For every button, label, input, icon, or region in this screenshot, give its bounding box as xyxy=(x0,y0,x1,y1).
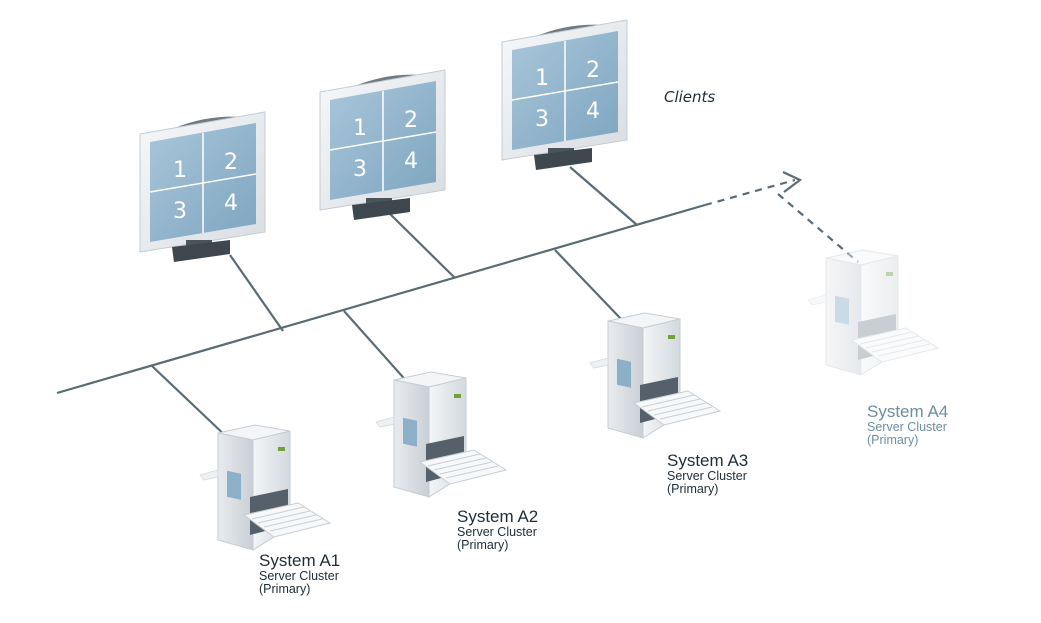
server-a3-type: Server Cluster xyxy=(667,468,747,483)
monitor-3-q4: 4 xyxy=(586,99,600,124)
server-a3-label: System A3 Server Cluster (Primary) xyxy=(667,452,748,496)
network-backbone xyxy=(56,166,859,441)
server-a1-label: System A1 Server Cluster (Primary) xyxy=(259,552,340,596)
client-link-2 xyxy=(387,211,456,279)
monitor-3-q2: 2 xyxy=(586,58,600,83)
server-a3-role: (Primary) xyxy=(667,481,719,496)
server-a2-name: System A2 xyxy=(457,507,539,526)
backbone-extension-dashed xyxy=(704,178,796,207)
monitor-2-q1: 1 xyxy=(353,116,367,141)
server-a2-label: System A2 Server Cluster (Primary) xyxy=(457,508,538,552)
server-link-a1 xyxy=(151,365,231,441)
client-monitor-1: 1 2 3 4 xyxy=(139,111,266,262)
monitor-3-q1: 1 xyxy=(535,66,549,91)
server-link-a3 xyxy=(554,249,623,321)
server-a1-name: System A1 xyxy=(259,551,341,570)
server-a1-type: Server Cluster xyxy=(259,568,339,583)
dashed-drop-a4 xyxy=(777,193,859,263)
server-a2-icon xyxy=(375,371,508,498)
monitor-1-q4: 4 xyxy=(224,191,238,216)
server-a1-role: (Primary) xyxy=(259,581,311,596)
client-link-3 xyxy=(569,166,638,226)
client-monitor-3: 1 2 3 4 xyxy=(501,19,628,170)
monitor-2-q3: 3 xyxy=(353,157,367,182)
server-a2-type: Server Cluster xyxy=(457,524,537,539)
monitor-3-q3: 3 xyxy=(535,107,549,132)
monitor-1-q2: 2 xyxy=(224,150,238,175)
server-a3-icon xyxy=(589,312,722,439)
server-a4-type: Server Cluster xyxy=(867,419,947,434)
arrow-head-icon xyxy=(782,171,803,193)
server-a1-icon xyxy=(199,424,332,551)
server-a4-role: (Primary) xyxy=(867,432,919,447)
server-link-a2 xyxy=(343,310,411,386)
server-a2-role: (Primary) xyxy=(457,537,509,552)
client-monitor-2: 1 2 3 4 xyxy=(319,69,446,220)
clients-label: Clients xyxy=(664,88,716,106)
monitor-2-q4: 4 xyxy=(404,149,418,174)
backbone-line xyxy=(56,203,706,395)
server-a4-label: System A4 Server Cluster (Primary) xyxy=(867,403,948,447)
monitor-1-q3: 3 xyxy=(173,199,187,224)
monitor-2-q2: 2 xyxy=(404,108,418,133)
monitor-1-q1: 1 xyxy=(173,158,187,183)
server-a4-icon xyxy=(807,249,940,376)
server-a3-name: System A3 xyxy=(667,451,749,470)
server-a4-name: System A4 xyxy=(867,402,949,421)
client-link-1 xyxy=(229,254,284,332)
